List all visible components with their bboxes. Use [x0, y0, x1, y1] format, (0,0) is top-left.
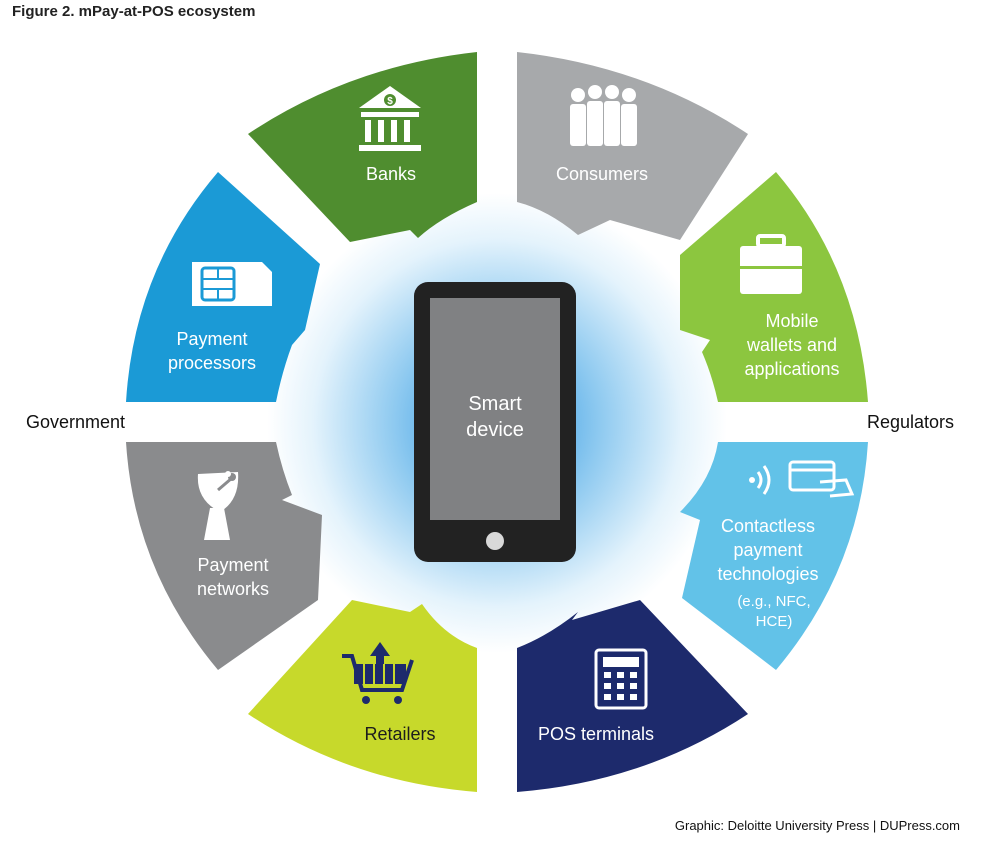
payment-networks-label-2: networks — [197, 579, 269, 599]
contactless-label-2: payment — [733, 540, 802, 560]
segment-payment-processors: Payment processors — [126, 172, 320, 402]
segment-mobile-wallets: Mobile wallets and applications — [680, 172, 868, 402]
segment-payment-networks: Payment networks — [126, 442, 322, 670]
government-label: Government — [26, 412, 126, 432]
retailers-label: Retailers — [364, 724, 435, 744]
banks-label: Banks — [366, 164, 416, 184]
smart-device-label-2: device — [466, 419, 524, 441]
smart-device-label-1: Smart — [468, 393, 522, 415]
regulators-label: Regulators — [867, 412, 955, 432]
smart-device: Smart device — [414, 282, 576, 562]
contactless-label-3: technologies — [717, 564, 818, 584]
svg-text:$: $ — [387, 96, 393, 107]
credit-line: Graphic: Deloitte University Press | DUP… — [674, 818, 960, 833]
contactless-label-4: (e.g., NFC, — [737, 593, 810, 610]
figure-title: Figure 2. mPay-at-POS ecosystem — [12, 3, 256, 20]
sim-card-icon — [192, 262, 272, 306]
contactless-card-icon — [749, 460, 855, 498]
contactless-label-5: HCE) — [756, 613, 793, 630]
consumers-label: Consumers — [556, 164, 648, 184]
segment-contactless: Contactless payment technologies (e.g., … — [680, 442, 868, 670]
pos-terminals-label: POS terminals — [538, 724, 654, 744]
bank-icon: $ — [359, 86, 421, 151]
segment-banks: $ Banks — [248, 52, 477, 242]
people-icon — [570, 85, 637, 146]
satellite-dish-icon — [197, 471, 239, 540]
payment-networks-label-1: Payment — [197, 555, 268, 575]
segment-retailers: Retailers — [248, 600, 477, 792]
segment-consumers: Consumers — [517, 52, 748, 240]
payment-processors-label-1: Payment — [176, 329, 247, 349]
mobile-wallets-label-1: Mobile — [765, 311, 818, 331]
contactless-label-1: Contactless — [721, 516, 815, 536]
phone-screen — [430, 298, 560, 520]
payment-processors-label-2: processors — [168, 353, 256, 373]
briefcase-icon — [740, 234, 802, 294]
mobile-wallets-label-3: applications — [744, 359, 839, 379]
segment-pos-terminals: POS terminals — [517, 600, 748, 792]
mobile-wallets-label-2: wallets and — [746, 335, 837, 355]
phone-home-button — [486, 532, 504, 550]
shopping-cart-icon — [342, 642, 414, 704]
calculator-icon — [594, 648, 648, 710]
